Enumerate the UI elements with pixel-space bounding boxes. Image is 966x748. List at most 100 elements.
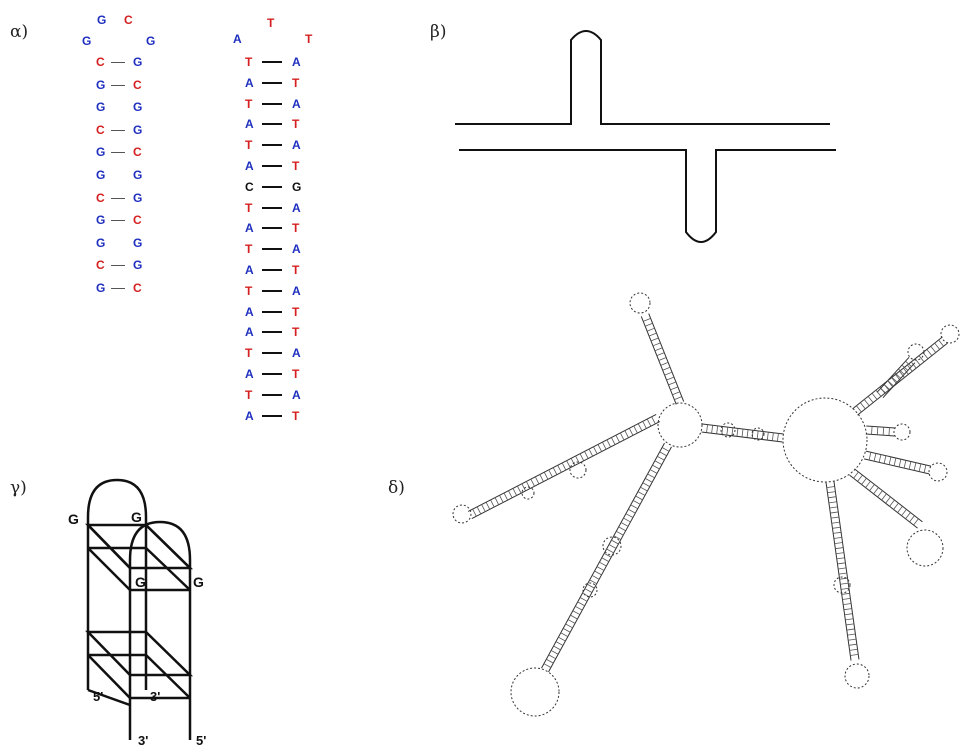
rna-base-pair: [657, 455, 665, 461]
rna-base-pair: [649, 469, 658, 474]
nucleotide-right: A: [292, 283, 301, 298]
rna-base-pair: [490, 499, 495, 508]
nucleotide-left: T: [245, 242, 253, 257]
loop-nucleotide: G: [82, 34, 92, 48]
rna-stem-strand: [471, 421, 661, 519]
base-pair-bond: [262, 248, 282, 251]
rna-base-pair: [594, 570, 602, 576]
rna-base-pair: [882, 427, 885, 436]
rna-base-pair: [706, 424, 708, 433]
rna-base-pair: [865, 481, 871, 488]
nucleotide-left: G: [96, 281, 106, 295]
rna-hairpin-loop: [452, 504, 472, 524]
nucleotide-right: T: [292, 367, 300, 381]
rna-base-pair: [643, 318, 651, 322]
rna-base-pair: [901, 364, 909, 371]
nucleotide-right: T: [292, 117, 300, 132]
base-pair-bond: [111, 84, 125, 86]
rna-base-pair: [530, 478, 535, 487]
nucleotide-left: G: [96, 100, 106, 115]
rna-base-pair: [922, 352, 929, 360]
nucleotide-right: T: [292, 408, 300, 423]
rna-base-pair: [648, 332, 657, 337]
base-pair-bond: [262, 289, 282, 292]
rna-base-pair: [893, 457, 897, 466]
rna-base-pair: [646, 327, 655, 332]
rna-base-pair: [918, 355, 925, 363]
rna-base-pair: [563, 628, 571, 633]
rna-base-pair: [845, 623, 855, 626]
rna-stem-strand: [467, 414, 657, 512]
nucleotide-left: T: [245, 346, 253, 361]
nucleotide-left: T: [245, 55, 253, 69]
rna-hairpin-loop: [893, 423, 911, 441]
nucleotide-right: A: [292, 387, 301, 402]
panel-label-beta: β): [430, 22, 447, 42]
rna-base-pair: [613, 535, 622, 540]
base-pair-bond: [111, 265, 125, 267]
rna-base-pair: [632, 500, 641, 505]
rna-base-pair: [756, 430, 759, 439]
rna-base-pair: [543, 663, 552, 668]
rna-hairpin-loop: [907, 343, 925, 361]
rna-base-pair: [652, 342, 661, 347]
rna-base-pair: [618, 526, 626, 532]
rna-base-pair: [828, 501, 837, 504]
rna-base-pair: [938, 339, 944, 347]
nucleotide-left: C: [96, 122, 105, 137]
rna-base-pair: [914, 358, 921, 366]
rna-hairpin-loop: [906, 529, 944, 567]
rna-base-pair: [589, 579, 597, 585]
rna-base-pair: [847, 633, 856, 636]
rna-base-pair: [575, 605, 583, 611]
rna-base-pair: [909, 515, 915, 523]
rna-base-pair: [898, 459, 902, 468]
base-pair-bond: [262, 185, 282, 188]
rna-base-pair: [913, 462, 917, 471]
nucleotide-left: C: [245, 179, 254, 194]
rna-stem-strand: [857, 342, 948, 416]
quadruplex-3prime-label: 3': [150, 689, 161, 704]
rna-base-pair: [836, 557, 845, 560]
rna-base-pair: [894, 372, 901, 379]
rna-base-pair: [888, 427, 890, 436]
rna-base-pair: [582, 592, 590, 598]
rna-base-pair: [596, 566, 605, 571]
nucleotide-right: G: [133, 122, 143, 137]
rna-base-pair: [771, 432, 774, 441]
rna-base-pair: [534, 476, 540, 485]
rna-base-pair: [662, 366, 671, 371]
loop-nucleotide: G: [146, 34, 156, 48]
rna-base-pair: [831, 521, 840, 524]
base-pair-bond: [262, 144, 282, 147]
nucleotide-right: T: [292, 75, 300, 90]
rna-base-pair: [587, 583, 595, 589]
rna-base-pair: [630, 504, 638, 510]
rna-base-pair: [656, 352, 665, 356]
rna-base-pair: [844, 613, 853, 616]
rna-base-pair: [606, 548, 614, 554]
base-pair-bond: [262, 310, 282, 313]
rna-base-pair: [869, 484, 875, 491]
rna-base-pair: [575, 455, 580, 464]
rna-stem-strand: [866, 425, 896, 429]
rna-base-pair: [828, 496, 837, 499]
nucleotide-right: C: [133, 281, 142, 295]
rna-base-pair: [599, 561, 607, 567]
rna-base-pair: [761, 431, 764, 440]
rna-base-pair: [736, 428, 739, 437]
rna-base-pair: [597, 444, 602, 452]
nucleotide-right: T: [292, 304, 300, 319]
nucleotide-left: C: [96, 190, 105, 205]
nucleotide-right: C: [133, 77, 142, 92]
rna-base-pair: [555, 641, 564, 646]
rna-base-pair: [832, 526, 841, 529]
rna-loop: [833, 576, 851, 594]
rna-hairpin-loop: [928, 462, 948, 482]
base-pair-bond: [262, 331, 282, 334]
rna-base-pair: [721, 426, 724, 435]
rna-base-pair: [579, 453, 585, 462]
rna-base-pair: [620, 432, 625, 441]
rna-base-pair: [856, 405, 862, 413]
rna-base-pair: [602, 441, 607, 450]
